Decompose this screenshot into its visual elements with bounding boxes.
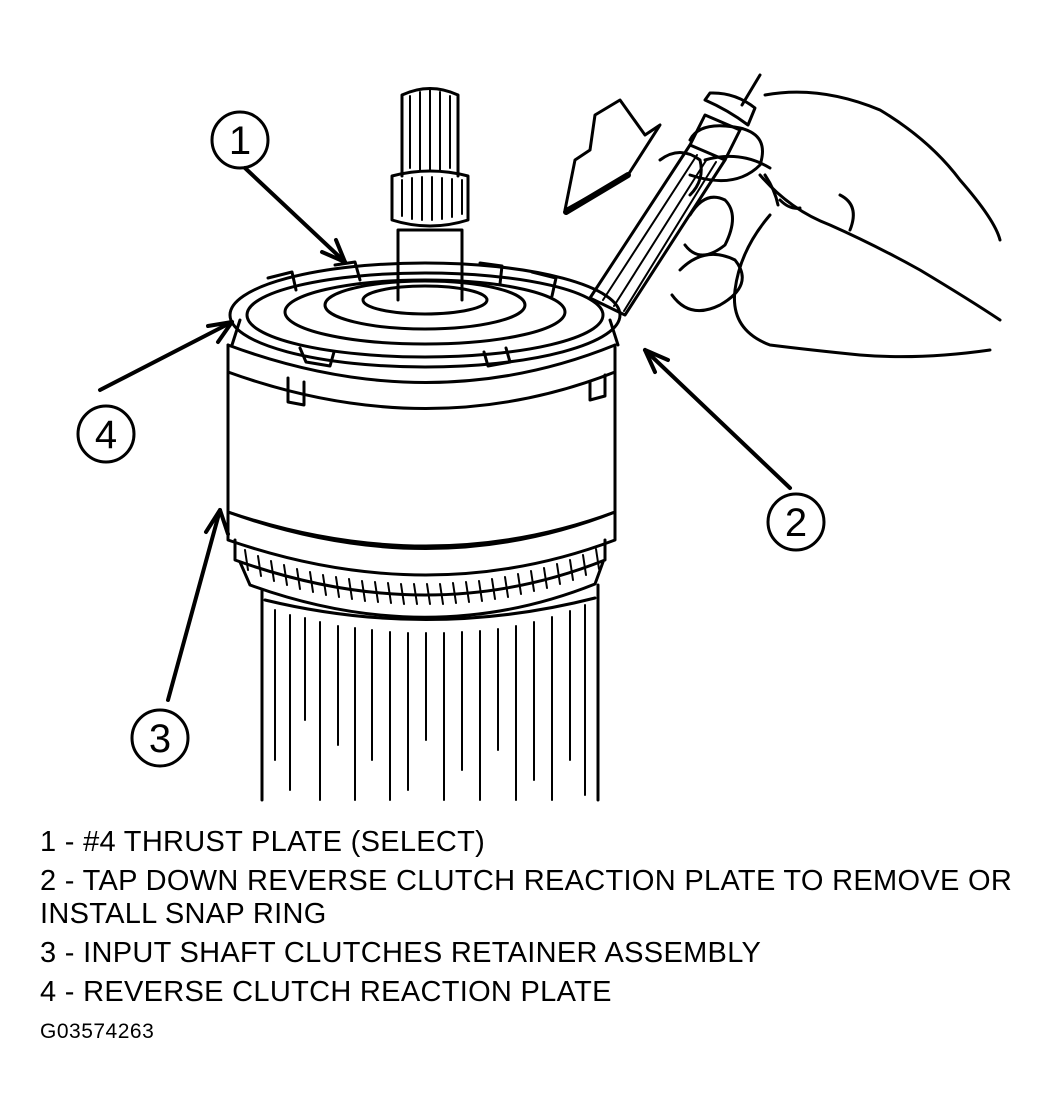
transmission-illustration: 1 2 3 4 (76, 73, 1002, 802)
callout-1-number: 1 (229, 119, 251, 163)
callout-3-number: 3 (149, 717, 171, 761)
input-shaft (390, 87, 470, 302)
legend-text: INPUT SHAFT CLUTCHES RETAINER ASSEMBLY (83, 937, 762, 969)
tool-punch (588, 73, 762, 317)
legend-item-1: 1 - #4 THRUST PLATE (SELECT) (40, 826, 486, 858)
thrust-plate (323, 279, 527, 331)
legend: 1 - #4 THRUST PLATE (SELECT) 2 - TAP DOW… (40, 826, 1030, 1015)
reaction-plate (228, 260, 622, 369)
lower-drum (260, 583, 600, 802)
callout-2-number: 2 (785, 501, 807, 545)
legend-number: 1 (40, 826, 57, 858)
clutch-housing (226, 343, 617, 550)
legend-text: TAP DOWN REVERSE CLUTCH REACTION PLATE T… (40, 865, 1021, 930)
hand (658, 90, 1002, 359)
legend-text: REVERSE CLUTCH REACTION PLATE (83, 976, 612, 1008)
legend-number: 2 (40, 865, 57, 897)
legend-text: #4 THRUST PLATE (SELECT) (83, 826, 486, 858)
callout-circles (76, 110, 826, 768)
legend-number: 3 (40, 937, 57, 969)
legend-item-2: 2 - TAP DOWN REVERSE CLUTCH REACTION PLA… (40, 865, 1021, 930)
clutch-retainer-ring (226, 510, 617, 619)
legend-item-3: 3 - INPUT SHAFT CLUTCHES RETAINER ASSEMB… (40, 937, 762, 969)
figure-id: G03574263 (40, 1020, 155, 1043)
direction-arrow (563, 98, 662, 215)
legend-number: 4 (40, 976, 57, 1008)
callout-4-number: 4 (95, 413, 117, 457)
legend-item-4: 4 - REVERSE CLUTCH REACTION PLATE (40, 976, 612, 1008)
leader-lines (98, 166, 792, 702)
